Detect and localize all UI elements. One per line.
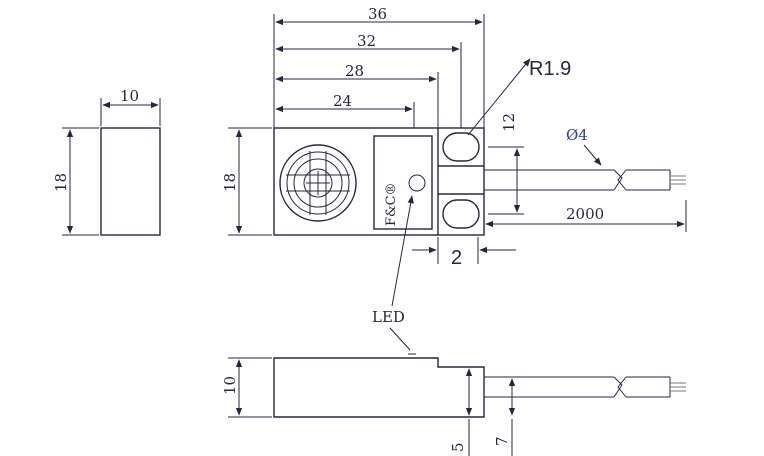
bottom-view: 10 5 7: [221, 353, 686, 456]
radius-callout: R1.9: [467, 58, 571, 136]
led-indicator: [408, 174, 426, 192]
cable-front: 12 Ø4 2000: [484, 113, 687, 232]
side-width-label: 10: [120, 87, 139, 105]
bottom-height-label: 10: [221, 376, 239, 395]
mounting-hole-top: [442, 132, 480, 162]
hole-spacing-label: 12: [500, 113, 518, 132]
dim-5-label: 5: [449, 442, 467, 452]
cable-diameter-label: Ø4: [566, 126, 588, 144]
radius-label: R1.9: [529, 58, 571, 80]
side-height-label: 18: [52, 173, 70, 192]
brand-label: F&C®: [384, 182, 399, 226]
dim-2: 2: [412, 237, 516, 269]
front-height-label: 18: [221, 173, 239, 192]
dim-7-label: 7: [493, 436, 511, 446]
side-view: 10 18: [52, 87, 161, 236]
sensing-face: [279, 144, 357, 222]
dim-24-label: 24: [333, 92, 352, 110]
mounting-hole-bottom: [442, 199, 480, 229]
dim-28-label: 28: [345, 62, 364, 80]
led-label: LED: [372, 308, 405, 326]
dim-32-label: 32: [357, 32, 376, 50]
gap-2-label: 2: [451, 247, 462, 269]
cable-length-label: 2000: [566, 205, 604, 223]
led-callout: LED: [372, 195, 414, 351]
dim-36-label: 36: [368, 5, 387, 23]
label-plate: [373, 135, 433, 230]
top-dimensions: 36 32 28 24: [273, 5, 485, 128]
front-view: 18 F&C®: [221, 127, 485, 236]
